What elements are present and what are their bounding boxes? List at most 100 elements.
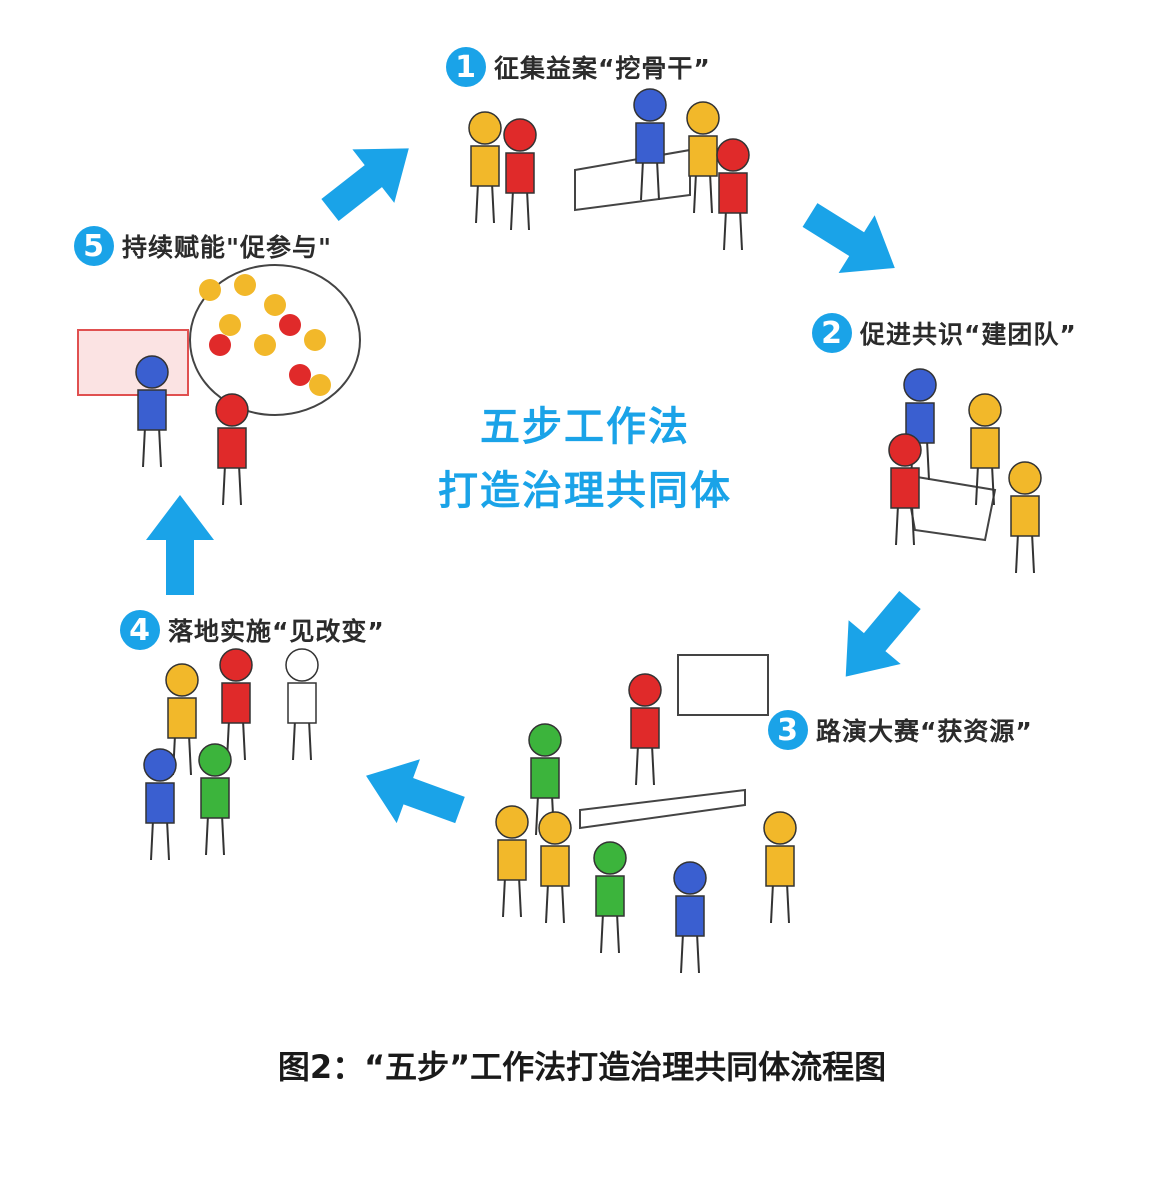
figure-leg: [142, 426, 146, 468]
person-figure-icon: [633, 88, 667, 122]
figure-leg: [709, 172, 713, 214]
board-drawing: [77, 329, 189, 396]
person-figure-icon: [686, 101, 720, 135]
person-figure-icon: [135, 355, 169, 389]
flow-arrow-icon: [146, 495, 214, 595]
idea-dot: [234, 274, 256, 296]
step-number-badge: 3: [768, 710, 808, 750]
figure-leg: [475, 182, 479, 224]
figure-leg: [535, 794, 539, 836]
figure-body: [530, 757, 560, 799]
idea-dot: [199, 279, 221, 301]
table-drawing: [574, 148, 691, 212]
figure-leg: [739, 209, 743, 251]
person-figure-icon: [143, 748, 177, 782]
center-title: 五步工作法 打造治理共同体: [380, 395, 790, 523]
person-figure-icon: [888, 433, 922, 467]
figure-body: [540, 845, 570, 887]
figure-body: [1010, 495, 1040, 537]
figure-leg: [526, 189, 530, 231]
step-3: 3 路演大赛“获资源”: [768, 710, 1033, 750]
flow-arrow-icon: [845, 591, 921, 677]
person-figure-icon: [165, 663, 199, 697]
figure-leg: [221, 814, 225, 856]
figure-leg: [518, 876, 522, 918]
figure-leg: [545, 882, 549, 924]
figure-body: [217, 427, 247, 469]
idea-dot: [304, 329, 326, 351]
figure-leg: [600, 912, 604, 954]
figure-body: [970, 427, 1000, 469]
figure-leg: [911, 504, 915, 546]
figure-leg: [616, 912, 620, 954]
person-figure-icon: [903, 368, 937, 402]
person-figure-icon: [198, 743, 232, 777]
figure-leg: [693, 172, 697, 214]
figure-leg: [1031, 532, 1035, 574]
figure-body: [635, 122, 665, 164]
figure-body: [595, 875, 625, 917]
figure-body: [765, 845, 795, 887]
step-2: 2 促进共识“建团队”: [812, 313, 1077, 353]
figure-body: [221, 682, 251, 724]
figure-body: [890, 467, 920, 509]
step-number-badge: 5: [74, 226, 114, 266]
idea-dot: [219, 314, 241, 336]
figure-body: [145, 782, 175, 824]
figure-body: [137, 389, 167, 431]
figure-body: [505, 152, 535, 194]
person-figure-icon: [593, 841, 627, 875]
figure-leg: [158, 426, 162, 468]
figure-leg: [723, 209, 727, 251]
figure-caption: 图2：“五步”工作法打造治理共同体流程图: [277, 1048, 887, 1086]
figure-leg: [786, 882, 790, 924]
idea-cloud-drawing: [189, 264, 361, 416]
figure-leg: [895, 504, 899, 546]
figure-body: [200, 777, 230, 819]
figure-leg: [561, 882, 565, 924]
person-figure-icon: [215, 393, 249, 427]
step-label: 落地实施“见改变”: [168, 617, 385, 646]
person-figure-icon: [673, 861, 707, 895]
person-figure-icon: [219, 648, 253, 682]
figure-body: [497, 839, 527, 881]
center-title-line-1: 五步工作法: [480, 404, 690, 450]
step-label: 路演大赛“获资源”: [816, 717, 1033, 746]
flow-arrow-icon: [366, 759, 465, 824]
person-figure-icon: [628, 673, 662, 707]
figure-leg: [222, 464, 226, 506]
figure-leg: [696, 932, 700, 974]
step-5: 5 持续赋能"促参与": [74, 226, 332, 266]
step-label: 持续赋能"促参与": [122, 233, 333, 262]
idea-dot: [309, 374, 331, 396]
figure-body: [470, 145, 500, 187]
figure-leg: [770, 882, 774, 924]
figure-leg: [651, 744, 655, 786]
figure-leg: [166, 819, 170, 861]
figure-leg: [292, 719, 296, 761]
step-number-badge: 1: [446, 47, 486, 87]
step-1: 1 征集益案“挖骨干”: [446, 47, 711, 87]
figure-body: [718, 172, 748, 214]
figure-leg: [991, 464, 995, 506]
figure-leg: [656, 159, 660, 201]
figure-leg: [640, 159, 644, 201]
figure-leg: [1015, 532, 1019, 574]
figure-body: [287, 682, 317, 724]
idea-dot: [254, 334, 276, 356]
person-figure-icon: [468, 111, 502, 145]
figure-body: [688, 135, 718, 177]
idea-dot: [289, 364, 311, 386]
idea-dot: [209, 334, 231, 356]
idea-dot: [264, 294, 286, 316]
stage-drawing: [579, 788, 746, 830]
figure-leg: [510, 189, 514, 231]
flow-arrow-icon: [802, 203, 895, 273]
presentation-board-drawing: [677, 654, 769, 716]
step-number-badge: 2: [812, 313, 852, 353]
person-figure-icon: [503, 118, 537, 152]
step-label: 促进共识“建团队”: [860, 320, 1077, 349]
person-figure-icon: [528, 723, 562, 757]
figure-leg: [242, 719, 246, 761]
